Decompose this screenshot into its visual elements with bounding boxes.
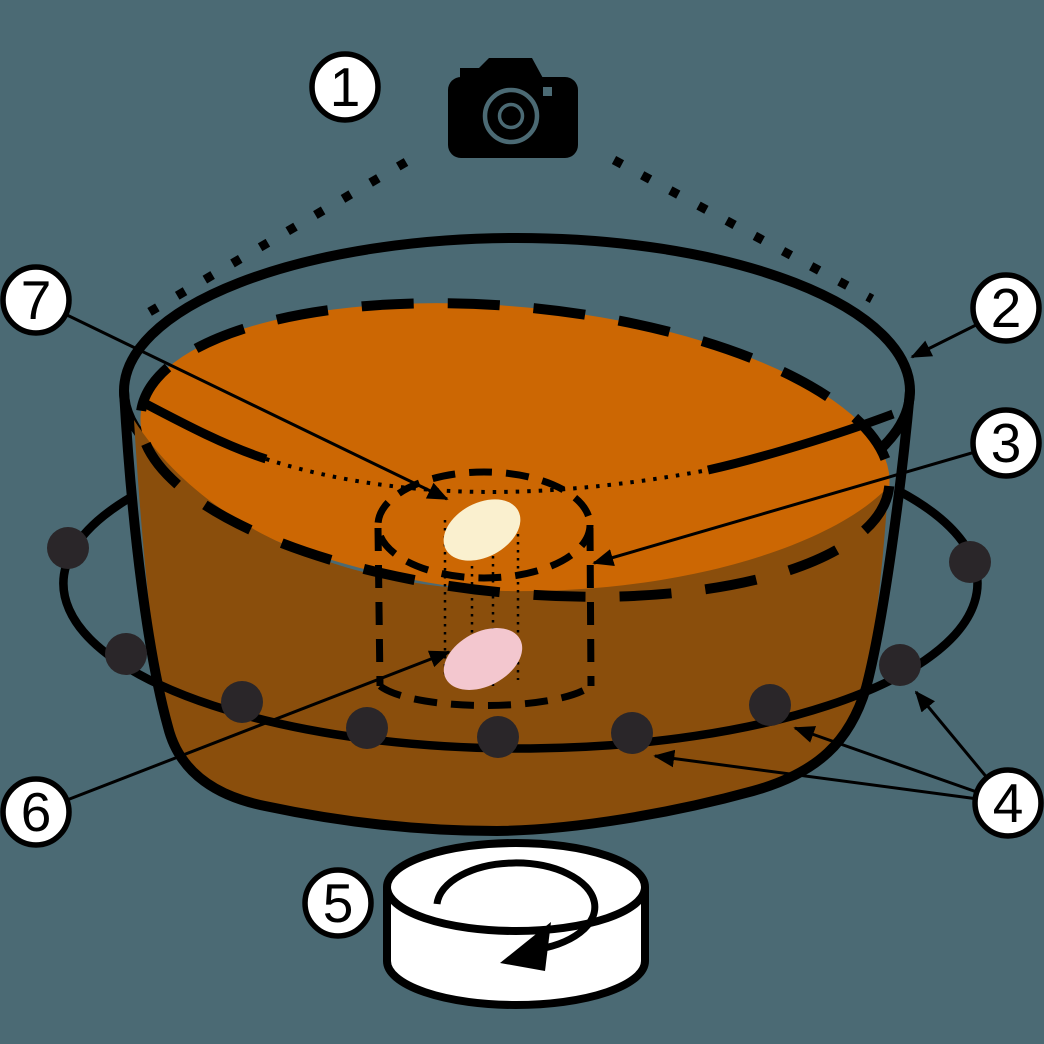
tank-outline — [119, 386, 915, 837]
liquid-surface-dashed-outline — [135, 298, 895, 602]
callout-arrow-4c — [653, 749, 1009, 805]
callout-arrow-3 — [592, 441, 1007, 567]
ring-marker-dot — [749, 684, 791, 726]
ring-marker-dot — [105, 633, 147, 675]
waterline-arc — [143, 400, 895, 495]
turntable-body — [383, 839, 649, 1009]
waterline-arc-right — [707, 409, 895, 475]
label-circle-7 — [0, 264, 72, 336]
turntable — [383, 839, 649, 1009]
label-number-4: 4 — [993, 772, 1024, 834]
waterline-arc-dotted — [265, 457, 709, 495]
label-badge-1: 1 — [309, 51, 381, 123]
label-number-6: 6 — [21, 781, 52, 843]
camera-flash-window — [543, 87, 552, 96]
label-badge-5: 5 — [302, 867, 374, 939]
measurement-volume-bottom — [377, 683, 594, 709]
label-number-5: 5 — [323, 872, 354, 934]
submerged-particle — [443, 628, 523, 690]
ring-marker-dot — [477, 716, 519, 758]
label-circle-5 — [302, 867, 374, 939]
label-circle-2 — [970, 272, 1042, 344]
label-badge-7: 7 — [0, 264, 72, 336]
callout-arrows — [35, 298, 1010, 814]
sightline-left — [131, 158, 409, 325]
label-circle-1 — [309, 51, 381, 123]
callout-arrow-6 — [35, 650, 451, 814]
ring-marker-dot — [879, 644, 921, 686]
measurement-volume — [374, 468, 595, 709]
label-badge-2: 2 — [970, 272, 1042, 344]
label-badge-4: 4 — [972, 767, 1044, 839]
label-circle-3 — [970, 407, 1042, 479]
ring-marker-dot — [47, 527, 89, 569]
waterline-arc-left — [143, 400, 268, 464]
label-number-7: 7 — [21, 269, 52, 331]
label-number-1: 1 — [330, 56, 361, 118]
label-badge-6: 6 — [0, 776, 72, 848]
camera-sightlines — [131, 156, 875, 325]
callout-arrow-7 — [35, 298, 449, 501]
measurement-volume-top — [374, 468, 594, 582]
camera-top — [460, 58, 544, 80]
camera-lens-dot — [497, 102, 525, 130]
camera-lens-ring — [482, 87, 540, 145]
ring-marker-dot — [611, 712, 653, 754]
ring-marker-dot — [949, 541, 991, 583]
liquid-surface — [140, 303, 890, 597]
turntable-top-front-edge — [383, 886, 649, 935]
ring-markers — [47, 527, 991, 758]
label-badges: 1 2 3 4 5 6 7 — [0, 51, 1044, 939]
ring-marker-dot — [221, 681, 263, 723]
camera-icon — [448, 58, 578, 158]
label-number-2: 2 — [991, 277, 1022, 339]
rotation-arrow-icon — [433, 859, 599, 954]
label-number-3: 3 — [991, 412, 1022, 474]
callout-arrow-4b — [793, 726, 1009, 805]
rotation-arrowhead — [500, 922, 551, 971]
measurement-volume-left-side — [374, 527, 384, 687]
ring-marker-dot — [346, 707, 388, 749]
label-circle-6 — [0, 776, 72, 848]
label-badge-3: 3 — [970, 407, 1042, 479]
surface-particle — [443, 499, 521, 561]
marker-ring — [59, 486, 982, 753]
measurement-volume-right-side — [586, 527, 595, 687]
label-circle-4 — [972, 767, 1044, 839]
